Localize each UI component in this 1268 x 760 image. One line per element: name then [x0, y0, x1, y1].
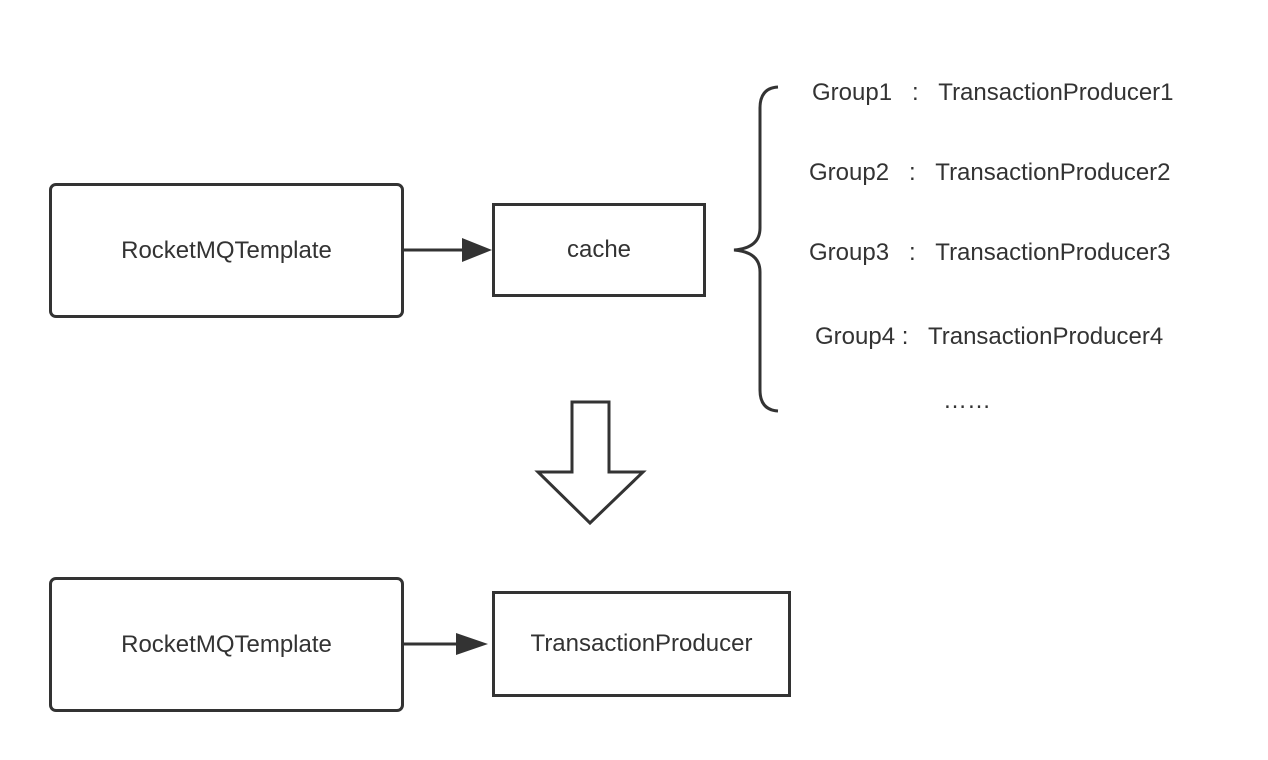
arrow-template-to-cache — [404, 238, 492, 262]
transaction-producer-label: TransactionProducer — [530, 630, 753, 657]
cache-entry-group3: Group3 : TransactionProducer3 — [809, 239, 1171, 266]
transform-down-arrow — [534, 400, 647, 526]
arrow-template-to-producer — [404, 633, 488, 655]
rocketmq-template-label: RocketMQTemplate — [121, 236, 332, 264]
cache-entry-group1: Group1 : TransactionProducer1 — [812, 79, 1174, 106]
cache-label: cache — [566, 236, 632, 263]
transaction-producer-box: TransactionProducer — [492, 591, 791, 697]
cache-box: cache — [492, 203, 706, 297]
more-entries-ellipsis: …… — [943, 387, 991, 414]
cache-entry-group4: Group4 : TransactionProducer4 — [815, 323, 1164, 350]
cache-entries-brace — [733, 85, 779, 413]
cache-entry-group2: Group2 : TransactionProducer2 — [809, 159, 1171, 186]
rocketmq-template-box: RocketMQTemplate — [49, 183, 404, 318]
rocketmq-template-label-bottom: RocketMQTemplate — [121, 630, 332, 658]
rocketmq-template-box-bottom: RocketMQTemplate — [49, 577, 404, 712]
